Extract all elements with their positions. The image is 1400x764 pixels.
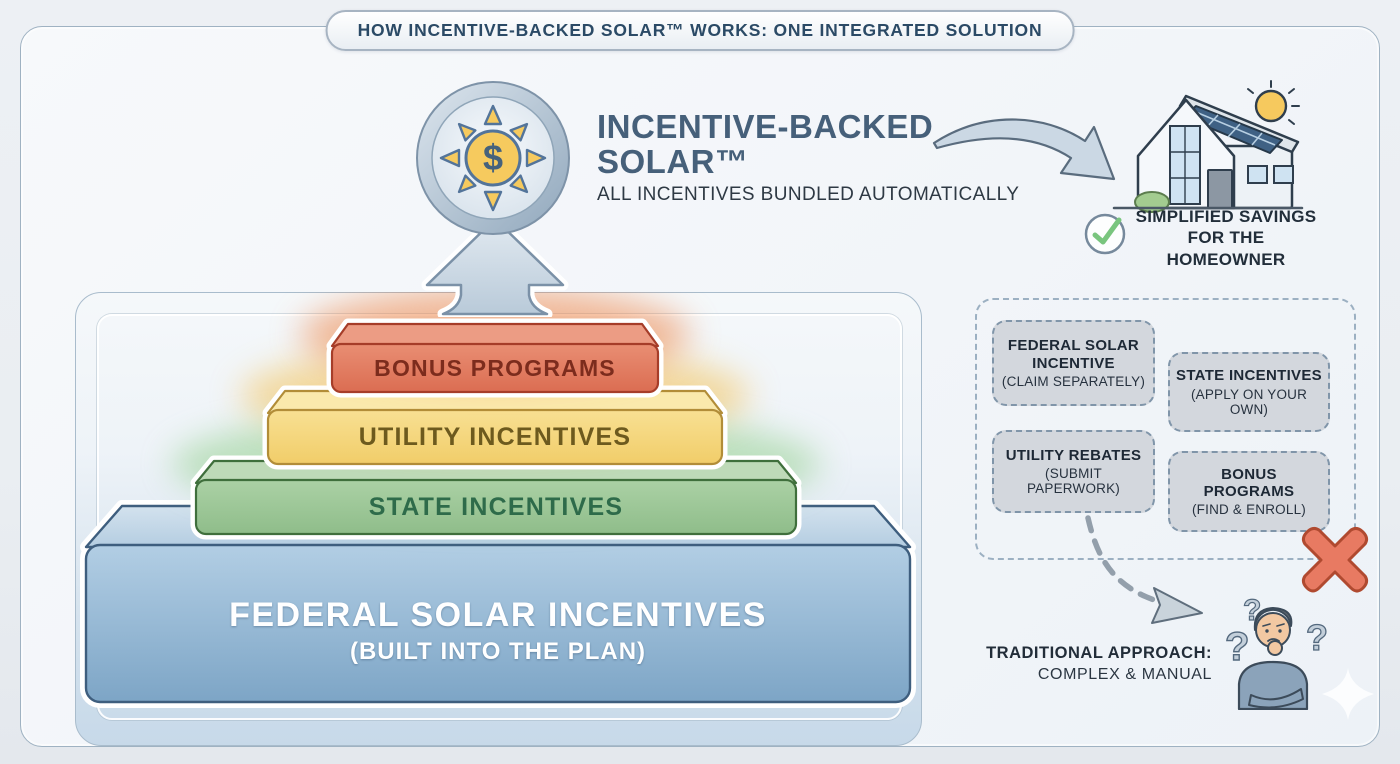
federal-sublabel: (BUILT INTO THE PLAN) — [350, 638, 646, 665]
box-title: FEDERAL SOLAR INCENTIVE — [1007, 337, 1140, 372]
hero-subtitle: ALL INCENTIVES BUNDLED AUTOMATICALLY — [597, 184, 1020, 205]
sparkle-icon — [1320, 666, 1376, 727]
traditional-caption-line2: COMPLEX & MANUAL — [1037, 666, 1212, 683]
traditional-box-federal: FEDERAL SOLAR INCENTIVE (CLAIM SEPARATEL… — [992, 320, 1155, 406]
utility-label: UTILITY INCENTIVES — [359, 423, 632, 451]
homeowner-caption: SIMPLIFIED SAVINGS FOR THE HOMEOWNER — [1128, 206, 1324, 270]
window — [1273, 165, 1294, 184]
solar-panel — [1183, 105, 1283, 154]
hero-title-line2: SOLAR™ — [597, 142, 749, 180]
traditional-box-utility: UTILITY REBATES (SUBMIT PAPERWORK) — [992, 430, 1155, 513]
box-title: STATE INCENTIVES — [1176, 367, 1322, 385]
traditional-caption: TRADITIONAL APPROACH: COMPLEX & MANUAL — [950, 644, 1212, 684]
dollar-sign: $ — [483, 137, 503, 178]
question-mark-icon: ? — [1225, 625, 1249, 669]
federal-label: FEDERAL SOLAR INCENTIVES — [229, 596, 767, 634]
box-title: UTILITY REBATES — [1005, 446, 1142, 464]
bonus-label: BONUS PROGRAMS — [374, 355, 616, 381]
traditional-caption-line1: TRADITIONAL APPROACH: — [986, 644, 1212, 662]
banner-title: HOW INCENTIVE-BACKED SOLAR™ WORKS: ONE I… — [357, 20, 1043, 40]
red-x-icon — [1299, 524, 1371, 601]
pyramid-layer-utility: UTILITY INCENTIVES — [262, 385, 728, 470]
box-title: BONUS PROGRAMS — [1203, 465, 1295, 500]
hero-title-line1: INCENTIVE-BACKED — [597, 108, 934, 145]
pyramid-layer-bonus: BONUS PROGRAMS — [326, 318, 664, 398]
traditional-box-state: STATE INCENTIVES (APPLY ON YOUR OWN) — [1168, 352, 1330, 432]
traditional-box-bonus: BONUS PROGRAMS (FIND & ENROLL) — [1168, 451, 1330, 532]
title-banner: HOW INCENTIVE-BACKED SOLAR™ WORKS: ONE I… — [325, 10, 1075, 51]
curved-arrow-icon — [928, 103, 1123, 220]
tall-window — [1169, 125, 1201, 205]
pyramid-layer-state: STATE INCENTIVES — [190, 455, 802, 540]
sun-icon — [1247, 80, 1300, 125]
box-subtitle: (SUBMIT PAPERWORK) — [1026, 466, 1120, 497]
box-subtitle: (CLAIM SEPARATELY) — [1001, 373, 1146, 389]
sun-rays — [439, 104, 547, 212]
box-subtitle: (FIND & ENROLL) — [1191, 502, 1306, 518]
traditional-panel: FEDERAL SOLAR INCENTIVE (CLAIM SEPARATEL… — [975, 298, 1356, 560]
hero-heading: INCENTIVE-BACKED SOLAR™ — [597, 108, 934, 180]
incentive-pyramid: FEDERAL SOLAR INCENTIVES (BUILT INTO THE… — [75, 288, 920, 749]
question-mark-icon: ? — [1306, 617, 1328, 658]
dashed-arrow-icon — [1052, 510, 1222, 633]
confused-person-icon: ? ? ? — [1203, 578, 1343, 715]
door — [1207, 169, 1233, 209]
sun-dollar-icon: $ — [413, 78, 573, 243]
homeowner-caption-line1: SIMPLIFIED SAVINGS — [1135, 207, 1317, 226]
box-subtitle: (APPLY ON YOUR OWN) — [1190, 386, 1308, 417]
checkmark-icon — [1082, 209, 1130, 262]
window — [1247, 165, 1268, 184]
house-solar-icon — [1108, 80, 1308, 220]
state-label: STATE INCENTIVES — [369, 493, 623, 521]
homeowner-caption-line2: FOR THE HOMEOWNER — [1166, 228, 1286, 269]
up-arrow-icon — [413, 213, 577, 322]
